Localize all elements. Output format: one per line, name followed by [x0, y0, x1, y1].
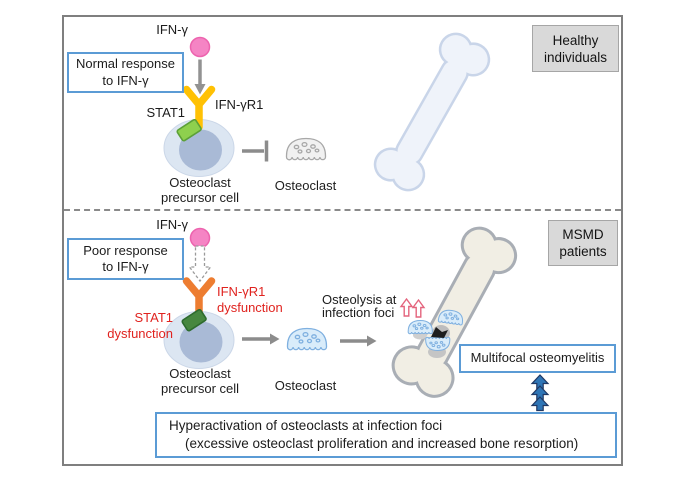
osteolysis-line1: Osteolysis at — [322, 292, 397, 307]
precursor-cell-label-top: Osteoclast precursor cell — [138, 175, 262, 205]
osteoclast-shape-gray — [285, 137, 327, 161]
ifn-receptor-shape-top — [182, 85, 216, 131]
ifn-gamma-label-top: IFN-γ — [156, 22, 188, 37]
healthy-bone-shape — [371, 30, 493, 194]
ifn-gamma-molecule-bottom — [189, 227, 211, 249]
msmd-badge-line1: MSMD — [562, 227, 604, 242]
inhibition-bar — [242, 140, 269, 162]
osteoclast-shape-blue — [286, 327, 328, 351]
healthy-individuals-badge: Healthy individuals — [532, 25, 619, 72]
ifn-gamma-molecule-top — [189, 36, 211, 58]
receptor-dysfunction-label: IFN-γR1 dysfunction — [217, 284, 283, 315]
precursor-label-bottom-line1: Osteoclast — [169, 366, 231, 381]
conclusion-line1: Hyperactivation of osteoclasts at infect… — [169, 418, 443, 433]
osteoclast-label-top: Osteoclast — [274, 178, 337, 193]
osteolysis-line2: infection foci — [322, 305, 395, 320]
hyperactivation-conclusion-box: Hyperactivation of osteoclasts at infect… — [155, 412, 617, 458]
osteoclast-label-bottom: Osteoclast — [274, 378, 337, 393]
leads-to-increase-arrows — [531, 374, 549, 412]
precursor-label-top-line2: precursor cell — [160, 189, 240, 205]
ifn-gamma-label-bottom: IFN-γ — [156, 217, 188, 232]
msmd-patients-badge: MSMD patients — [548, 220, 618, 266]
multifocal-osteomyelitis-box: Multifocal osteomyelitis — [459, 344, 616, 373]
resorption-notch — [431, 327, 448, 338]
stat1-dysfunction-label: STAT1 dysfunction — [71, 310, 173, 341]
poor-response-line2: to IFN-γ — [102, 259, 149, 274]
precursor-label-top-line1: Osteoclast — [169, 175, 231, 190]
precursor-label-bottom-line2: precursor cell — [160, 380, 240, 396]
normal-response-box: Normal response to IFN-γ — [67, 52, 184, 93]
blocked-signal-arrow — [188, 245, 212, 283]
stat1-protein-shape-bottom — [181, 308, 207, 332]
panel-divider — [64, 209, 621, 211]
stat1-label-top: STAT1 — [146, 105, 185, 120]
osteolysis-label: Osteolysis at infection foci — [322, 293, 396, 319]
stat1-protein-shape-top — [176, 118, 202, 142]
normal-response-line1: Normal response — [76, 56, 175, 71]
receptor-label-top: IFN-γR1 — [215, 97, 264, 112]
healthy-badge-line2: individuals — [543, 49, 608, 65]
signal-arrow-top — [194, 59, 206, 95]
poor-response-line1: Poor response — [83, 242, 168, 258]
stat1-dysfunction-line1: STAT1 — [134, 310, 173, 325]
stat1-dysfunction-line2: dysfunction — [107, 325, 173, 341]
receptor-dysfunction-line2: dysfunction — [217, 299, 283, 315]
conclusion-line2: (excessive osteoclast proliferation and … — [185, 436, 579, 451]
osteolysis-increase-arrows — [400, 298, 425, 318]
precursor-cell-nucleus-top — [179, 129, 222, 171]
migration-arrow-to-bone — [340, 335, 377, 347]
precursor-cell-nucleus-bottom — [179, 321, 223, 363]
differentiation-arrow — [242, 333, 280, 345]
precursor-cell-label-bottom: Osteoclast precursor cell — [138, 366, 262, 396]
poor-response-box: Poor response to IFN-γ — [67, 238, 184, 280]
msmd-badge-line2: patients — [559, 244, 607, 259]
healthy-badge-line1: Healthy — [552, 32, 599, 48]
normal-response-line2: to IFN-γ — [102, 72, 149, 88]
receptor-dysfunction-line1: IFN-γR1 — [217, 284, 266, 299]
